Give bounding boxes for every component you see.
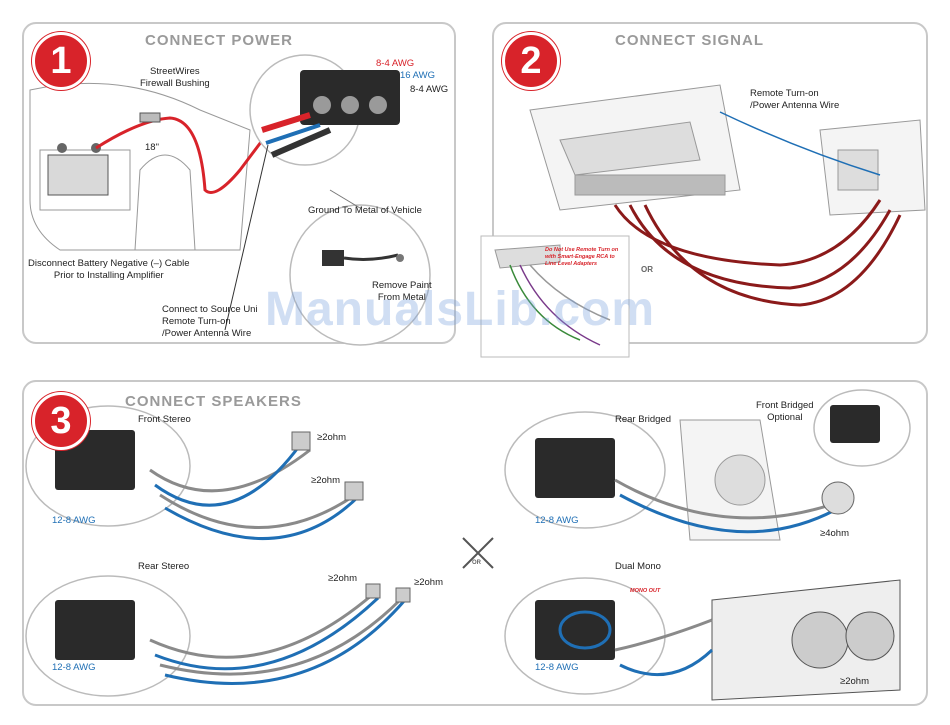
rear-bridged-label: Rear Bridged (615, 414, 671, 425)
awg-rear-bridged: 12-8 AWG (535, 515, 579, 526)
awg-blue-label: 16 AWG (400, 70, 436, 81)
source-unit-label: Connect to Source Uni Remote Turn-on /Po… (162, 304, 258, 340)
source-line1: Connect to Source Uni (162, 304, 258, 315)
dual-mono-label: Dual Mono (615, 561, 661, 572)
disconnect-line1: Disconnect Battery Negative (–) Cable (28, 258, 190, 269)
panel3-or-label: OR (472, 560, 481, 566)
front-right-speaker (344, 481, 364, 501)
power-wire-red (95, 116, 272, 194)
power-terminal-block (300, 70, 400, 125)
rca-cable-1 (613, 199, 882, 267)
panel1-title: CONNECT POWER (145, 32, 293, 49)
rca-cable-2 (628, 204, 892, 290)
ground-zoom-circle (289, 204, 431, 346)
step-2-badge: 2 (502, 32, 560, 90)
source-line3: /Power Antenna Wire (162, 328, 252, 339)
remove-paint-label: Remove Paint From Metal (372, 280, 432, 304)
subwoofer-box-illustration (711, 579, 901, 701)
remote-line1: Remote Turn-on (750, 88, 819, 99)
ohm-front-right: ≥2ohm (311, 475, 340, 486)
awg-red-label: 8-4 AWG (376, 58, 415, 69)
awg-front-stereo: 12-8 AWG (52, 515, 96, 526)
ohm-dual-mono: ≥2ohm (840, 676, 869, 687)
head-unit-illustration (819, 119, 926, 216)
disconnect-battery-label: Disconnect Battery Negative (–) Cable Pr… (28, 258, 190, 282)
bushing-line1: StreetWires (150, 66, 200, 77)
rca-cable-3 (643, 204, 902, 307)
speaker-terminal-rear (55, 600, 135, 660)
remote-line2: /Power Antenna Wire (750, 100, 840, 111)
front-left-speaker (291, 431, 311, 451)
panel2-title: CONNECT SIGNAL (615, 32, 764, 49)
step-1-badge: 1 (32, 32, 90, 90)
paint-line1: Remove Paint (372, 280, 432, 291)
inset-warning-note: Do Not Use Remote Turn on with Smart-Eng… (545, 247, 619, 267)
bushing-line2: Firewall Bushing (140, 78, 210, 89)
front-bridged-label: Front Bridged Optional (756, 400, 814, 424)
panel3-title: CONNECT SPEAKERS (125, 393, 302, 410)
ohm-rear-right: ≥2ohm (414, 577, 443, 588)
awg-dual-mono: 12-8 AWG (535, 662, 579, 673)
watermark-text: ManualsLib.com (265, 283, 656, 336)
speaker-enclosure-illustration (679, 419, 781, 541)
speaker-terminal-mono (535, 600, 615, 660)
ground-label: Ground To Metal of Vehicle (308, 205, 422, 216)
front-stereo-label: Front Stereo (138, 414, 191, 425)
paint-line2: From Metal (377, 292, 426, 303)
source-line2: Remote Turn-on (162, 316, 231, 327)
step-3-badge: 3 (32, 392, 90, 450)
rear-left-speaker (365, 583, 381, 599)
ohm-front-left: ≥2ohm (317, 432, 346, 443)
awg-rear-stereo: 12-8 AWG (52, 662, 96, 673)
or-divider-icon (462, 537, 494, 569)
fuse-distance-label: 18" (145, 142, 159, 153)
bridged-speaker (821, 481, 855, 515)
front-bridged-line2: Optional (767, 412, 803, 423)
panel2-or-label: OR (641, 265, 653, 274)
speaker-terminal-front-bridged (830, 405, 880, 443)
ohm-bridged: ≥4ohm (820, 528, 849, 539)
rear-right-speaker (395, 587, 411, 603)
remote-turn-on-label: Remote Turn-on /Power Antenna Wire (750, 88, 839, 112)
speaker-terminal-bridged (535, 438, 615, 498)
front-bridged-line1: Front Bridged (756, 400, 814, 411)
remote-wire (719, 111, 881, 176)
disconnect-line2: Prior to Installing Amplifier (53, 270, 164, 281)
inline-fuse (139, 112, 161, 123)
rear-stereo-label: Rear Stereo (138, 561, 190, 572)
amplifier-illustration (529, 84, 741, 211)
firewall-bushing-label: StreetWires Firewall Bushing (140, 66, 210, 90)
ohm-rear-left: ≥2ohm (328, 573, 357, 584)
mono-out-tag: MONO OUT (630, 588, 661, 594)
awg-black-label: 8-4 AWG (410, 84, 449, 95)
battery-illustration (47, 143, 109, 196)
